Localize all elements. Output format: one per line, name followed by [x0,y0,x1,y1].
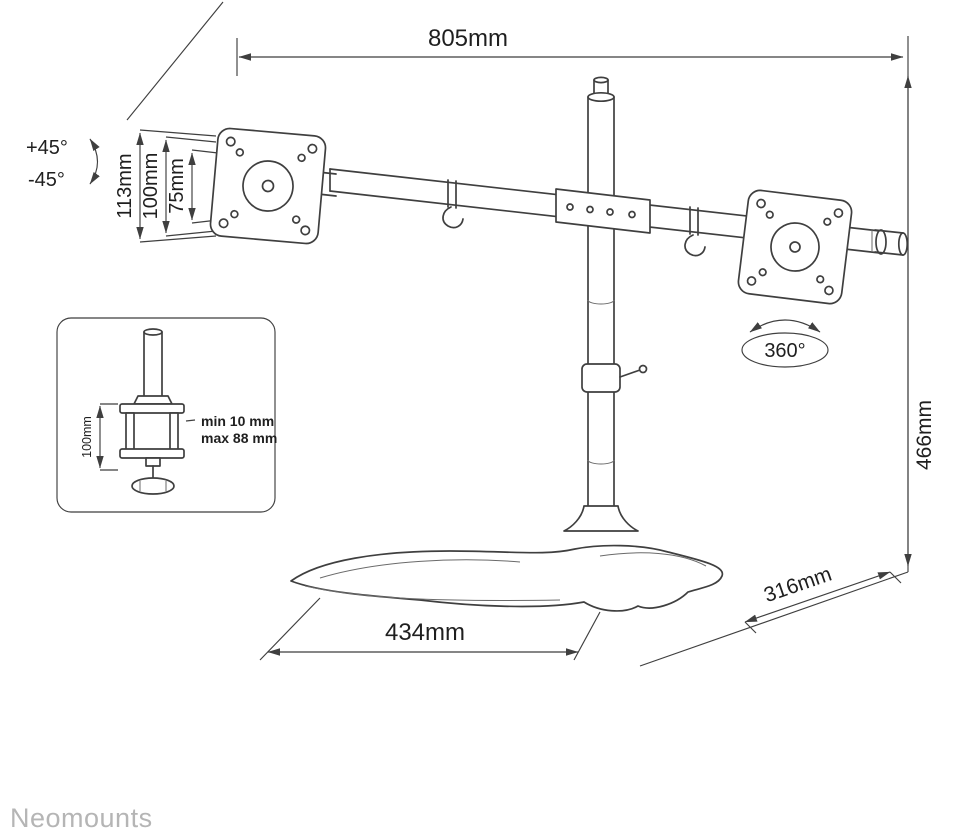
vesa-dimensions: 113mm 100mm 75mm [114,129,219,243]
tilt-up-label: +45° [26,137,68,159]
inset-max-label: max 88 mm [201,430,277,446]
rotation-arrow-icon [749,319,821,333]
cable-hook-icon [442,206,464,229]
vesa-plate-left [209,127,327,245]
inset-min-label: min 10 mm [201,413,274,429]
center-pole [587,76,615,507]
pole-base-cone [563,505,639,532]
brand-logo: Neomounts [10,803,153,833]
inset-clamp-height-label: 100mm [80,416,94,458]
dim-height-label: 466mm [913,400,936,470]
dim-base-depth-label: 316mm [761,563,835,608]
rotation-label: 360° [764,340,805,362]
tilt-annotation: +45° -45° [26,137,100,191]
cable-hook-icon [684,234,706,257]
vesa-plate-right [737,189,853,305]
pole-bracket [555,188,651,234]
clamp-knob [131,477,175,495]
inset-clamp-detail: 100mm min 10 mm max 88 mm [56,317,277,513]
dimension-height: 466mm [904,75,936,567]
dimension-base-depth: 316mm [744,563,902,634]
base [290,505,724,612]
dimension-base-width: 434mm [259,597,601,661]
tilt-arrow-icon [89,138,100,185]
tilt-down-label: -45° [28,169,65,191]
dim-vesa-113-label: 113mm [114,153,136,218]
dim-top-width-label: 805mm [428,25,508,52]
dim-base-width-label: 434mm [385,619,465,646]
dim-vesa-100-label: 100mm [140,153,162,220]
rotation-annotation: 360° [741,319,829,368]
height-adjust-collar [581,363,648,393]
dimension-top-width: 805mm [238,25,904,61]
dim-vesa-75-label: 75mm [166,158,188,214]
